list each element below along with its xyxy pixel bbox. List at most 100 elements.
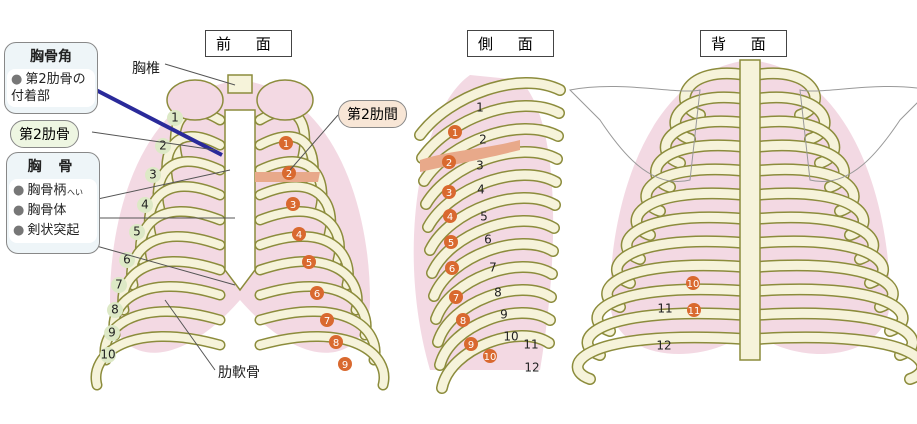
- front-intercostal-number-bg: [282, 166, 296, 180]
- back-intercostal-number-bg: [686, 276, 700, 290]
- sternum-title: 胸 骨: [27, 159, 79, 175]
- front-rib-number: 1: [171, 111, 179, 125]
- leader-line: [74, 169, 231, 205]
- side-rib-number: 6: [484, 233, 492, 247]
- front-rib-number: 4: [141, 198, 149, 212]
- side-rib-number: 1: [476, 101, 484, 115]
- costal-cartilage-label: 肋軟骨: [218, 365, 260, 381]
- back-intercostal-number-bg: [687, 303, 701, 317]
- side-intercostal-number-bg: [448, 125, 462, 139]
- front-intercostal-number: 2: [286, 169, 292, 180]
- back-rib-right-1: [750, 68, 820, 120]
- side-intercostal-number-bg: [483, 349, 497, 363]
- right-scapula: [799, 85, 917, 182]
- front-intercostal-number: 1: [283, 139, 289, 150]
- front-rib-number: 6: [123, 253, 131, 267]
- back-intercostal-number: 11: [688, 306, 701, 317]
- side-rib-7: [427, 216, 559, 278]
- left-lung-apex: [166, 79, 224, 121]
- front-view-title: 前 面: [205, 30, 292, 57]
- side-rib-8: [429, 239, 558, 301]
- sternal-angle-leader: [95, 88, 223, 157]
- side-rib-1: [415, 78, 565, 140]
- side-rib-number: 9: [500, 308, 508, 322]
- second-intercostal-label: 第2肋間: [338, 100, 407, 128]
- front-intercostal-number: 9: [342, 360, 348, 371]
- front-rib-number: 2: [159, 139, 167, 153]
- side-rib-number: 11: [523, 338, 538, 352]
- side-rib-5: [423, 170, 561, 232]
- side-intercostal-number-bg: [456, 313, 470, 327]
- side-intercostal-number-bg: [443, 209, 457, 223]
- side-rib-number: 7: [489, 261, 497, 275]
- front-intercostal-number: 6: [314, 289, 320, 300]
- leader-line: [91, 131, 216, 151]
- front-rib-number-bg: [145, 167, 161, 183]
- front-intercostal-number-bg: [302, 255, 316, 269]
- side-rib-number: 3: [476, 159, 484, 173]
- sternum-box: 胸 骨 ●胸骨柄へい ●胸骨体 ●剣状突起: [6, 152, 100, 254]
- side-rib-number: 2: [479, 133, 487, 147]
- second-rib-label: 第2肋骨: [10, 120, 79, 148]
- left-scapula: [568, 85, 701, 182]
- back-rib-number: 11: [657, 302, 672, 316]
- front-intercostal-number-bg: [320, 313, 334, 327]
- front-rib-number-bg: [100, 347, 116, 363]
- side-intercostal-number: 10: [484, 352, 497, 363]
- leader-line: [74, 239, 236, 286]
- side-rib-11: [435, 308, 555, 370]
- front-rib-number: 10: [100, 348, 115, 362]
- front-rib-number: 9: [108, 326, 116, 340]
- side-rib-12: [437, 331, 554, 393]
- spine: [739, 59, 761, 361]
- side-rib-number: 4: [477, 183, 485, 197]
- back-rib-number: 12: [656, 339, 671, 353]
- front-rib-number-bg: [167, 110, 183, 126]
- front-rib-right-10: [256, 332, 388, 389]
- front-intercostal-number: 8: [333, 338, 339, 349]
- side-intercostal-number-bg: [445, 261, 459, 275]
- back-intercostal-number: 10: [687, 279, 700, 290]
- side-intercostal-number-bg: [444, 235, 458, 249]
- side-intercostal-number: 8: [460, 316, 466, 327]
- side-intercostal-number: 4: [447, 212, 453, 223]
- side-rib-10: [433, 285, 556, 347]
- back-rib-left-12: [573, 332, 750, 384]
- back-rib-right-12: [750, 332, 917, 384]
- side-view-title: 側 面: [467, 30, 554, 57]
- front-intercostal-number-bg: [292, 227, 306, 241]
- side-intercostal-number: 5: [448, 238, 454, 249]
- side-intercostal-number-bg: [449, 290, 463, 304]
- side-intercostal-number: 7: [453, 293, 459, 304]
- side-rib-9: [431, 262, 557, 324]
- sternal-angle-item: 第2肋骨の付着部: [11, 72, 86, 104]
- sternum-body-label: 胸骨体: [27, 203, 67, 218]
- front-intercostal-number: 7: [324, 316, 330, 327]
- side-intercostal-number: 3: [446, 188, 452, 199]
- manubrium-ruby: へい: [67, 188, 83, 197]
- side-intercostal-number-bg: [464, 337, 478, 351]
- side-intercostal-number-bg: [442, 185, 456, 199]
- front-intercostal-number-bg: [279, 136, 293, 150]
- back-rib-left-1: [680, 68, 750, 120]
- side-rib-number: 5: [480, 210, 488, 224]
- side-rib-6: [425, 193, 560, 255]
- sternum: [224, 109, 256, 292]
- manubrium-label: 胸骨柄: [27, 183, 67, 198]
- thoracic-vertebra: [227, 74, 253, 94]
- side-intercostal-number: 6: [449, 264, 455, 275]
- front-rib-left-10: [92, 332, 224, 389]
- thoracic-vertebra-label: 胸椎: [132, 61, 160, 77]
- front-intercostal-number: 5: [306, 258, 312, 269]
- leader-line: [164, 63, 236, 86]
- front-rib-number: 3: [149, 168, 157, 182]
- front-rib-number-bg: [107, 302, 123, 318]
- front-rib-number-bg: [111, 277, 127, 293]
- side-intercostal-number: 2: [446, 158, 452, 169]
- side-rib-2: [417, 101, 564, 163]
- sternal-angle-title: 胸骨角: [30, 49, 72, 65]
- front-intercostal-number-bg: [310, 286, 324, 300]
- front-intercostal-number-bg: [286, 197, 300, 211]
